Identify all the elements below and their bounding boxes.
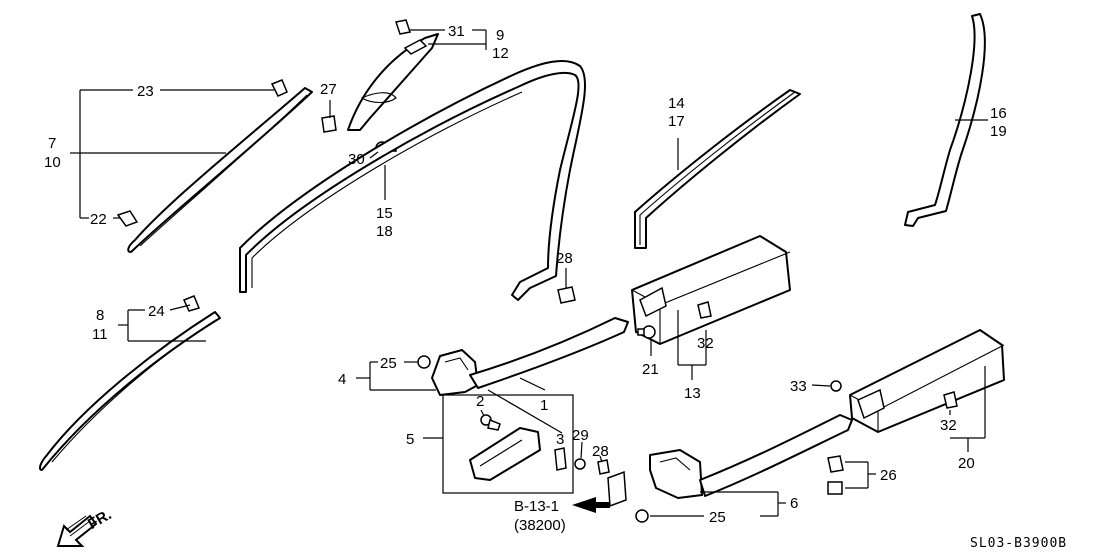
callout-4: 4 — [338, 371, 346, 388]
fr-direction-arrow — [56, 514, 98, 547]
hinge-assembly-5 — [442, 394, 574, 494]
diagram-code: SL03-B3900B — [970, 536, 1067, 551]
callout-32b: 32 — [940, 417, 957, 434]
center-pillar-upper-trim — [347, 33, 439, 131]
callout-6: 6 — [790, 495, 798, 512]
clip-32b — [943, 391, 958, 409]
callout-27: 27 — [320, 81, 337, 98]
plate-connector — [607, 470, 627, 508]
callout-19: 19 — [990, 123, 1007, 140]
callout-12: 12 — [492, 45, 509, 62]
callout-23: 23 — [137, 83, 154, 100]
clip-27 — [321, 115, 337, 133]
callout-11: 11 — [92, 326, 108, 343]
side-step-cover-20 — [849, 329, 1005, 433]
clip-26 — [827, 455, 844, 495]
callout-17: 17 — [668, 113, 685, 130]
callout-3: 3 — [556, 431, 564, 448]
callout-20: 20 — [958, 455, 975, 472]
clip-24 — [182, 295, 201, 312]
clip-22 — [116, 210, 139, 227]
callout-25b: 25 — [709, 509, 726, 526]
callout-30: 30 — [348, 151, 365, 168]
callout-32a: 32 — [697, 335, 714, 352]
front-pillar-garnish-upper — [127, 87, 313, 253]
rear-sill-bracket-6 — [649, 414, 853, 499]
clip-32a — [697, 301, 712, 319]
callout-21: 21 — [642, 361, 659, 378]
callout-5: 5 — [406, 431, 414, 448]
callout-29: 29 — [572, 427, 589, 444]
callout-33: 33 — [790, 378, 807, 395]
screw-21 — [637, 325, 656, 339]
callout-25a: 25 — [380, 355, 397, 372]
rear-door-molding — [634, 89, 801, 249]
callout-13: 13 — [684, 385, 701, 402]
side-step-cover-13 — [631, 235, 791, 345]
door-weatherstrip — [239, 59, 586, 301]
callout-7: 7 — [48, 135, 56, 152]
callout-16: 16 — [990, 105, 1007, 122]
clip-31 — [395, 19, 411, 35]
clip-25a — [417, 355, 431, 369]
callout-24: 24 — [148, 303, 165, 320]
callout-22: 22 — [90, 211, 107, 228]
callout-15: 15 — [376, 205, 393, 222]
callout-14: 14 — [668, 95, 685, 112]
leader-lines — [70, 29, 988, 517]
callout-9: 9 — [496, 27, 504, 44]
screw-33 — [830, 380, 842, 392]
callout-labels: 23 7 10 22 27 31 9 12 30 15 18 14 17 16 … — [44, 23, 1067, 551]
callout-31: 31 — [448, 23, 465, 40]
callout-8: 8 — [96, 307, 104, 324]
reference-number: (38200) — [514, 517, 566, 534]
clip-25b — [635, 509, 649, 523]
clip-23 — [270, 79, 288, 97]
clip-28b — [597, 459, 610, 475]
callout-18: 18 — [376, 223, 393, 240]
front-pillar-garnish-lower — [38, 311, 221, 471]
callout-1: 1 — [540, 397, 548, 414]
callout-10: 10 — [44, 154, 61, 171]
callout-28b: 28 — [592, 443, 609, 460]
callout-26: 26 — [880, 467, 897, 484]
clip-29 — [574, 458, 586, 470]
callout-2: 2 — [476, 393, 484, 410]
reference-code: B-13-1 — [514, 498, 559, 515]
reference-arrow — [572, 497, 610, 513]
callout-28a: 28 — [556, 250, 573, 267]
clip-28a — [557, 286, 576, 304]
